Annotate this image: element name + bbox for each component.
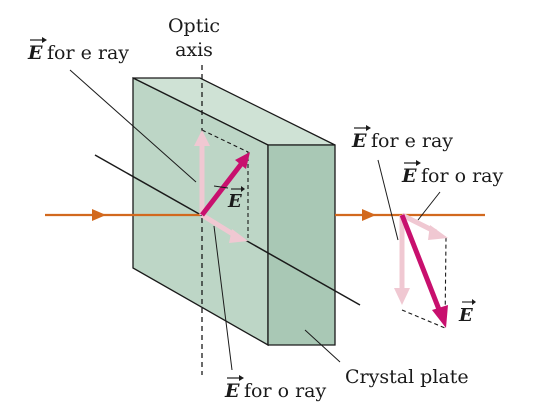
e-vector-symbol: E [27,42,43,64]
optic-axis-label-line1: Optic [168,15,220,37]
leader-o-ray-exit [417,191,441,221]
e-ray-label-text: for e ray [47,42,129,64]
e-vector-symbol: E [351,130,367,152]
exit-resultant-vector [399,214,443,313]
label-e-ray-exit: E for e ray [351,125,453,152]
exit-beam-arrowhead [362,209,376,221]
label-o-ray-exit: E for o ray [401,160,503,187]
label-o-ray-crystal: E for o ray [224,375,326,402]
leader-e-ray-exit [377,159,399,241]
leader-e-vector-crystal [213,185,229,189]
crystal-resultant-arrowhead [235,152,250,169]
e-vector-symbol: E [458,305,473,326]
exit-vector-guide [401,237,447,329]
crystal-vector-guide [201,129,249,240]
label-e-vector-exit: E [458,299,476,326]
e-vector-symbol: E [224,380,240,402]
leader-crystal-plate [304,329,341,363]
label-e-vector-crystal: E [227,186,245,212]
leader-o-ray-crystal [213,225,233,371]
e-ray-label-text: for e ray [371,130,453,152]
e-vector-symbol: E [401,165,417,187]
crystal-resultant-vector [200,161,244,217]
o-ray-label-text: for o ray [244,380,326,402]
crystal-side-face [267,144,336,346]
exit-resultant-arrowhead [432,305,448,328]
o-ray-component-arrowhead [229,229,248,243]
crystal-plate-label: Crystal plate [345,366,469,388]
optic-axis-label-line2: axis [175,39,213,61]
o-ray-component-vector [200,212,238,239]
leader-e-ray-crystal [69,69,197,183]
o-ray-label-text: for o ray [421,165,503,187]
exit-o-ray-component-arrowhead [428,225,448,240]
exit-e-ray-component-arrowhead [394,288,410,305]
e-ray-component-arrowhead [194,130,210,146]
incident-beam-arrowhead [92,209,106,221]
label-e-ray-crystal: E for e ray [27,37,129,64]
e-vector-symbol: E [227,191,242,212]
